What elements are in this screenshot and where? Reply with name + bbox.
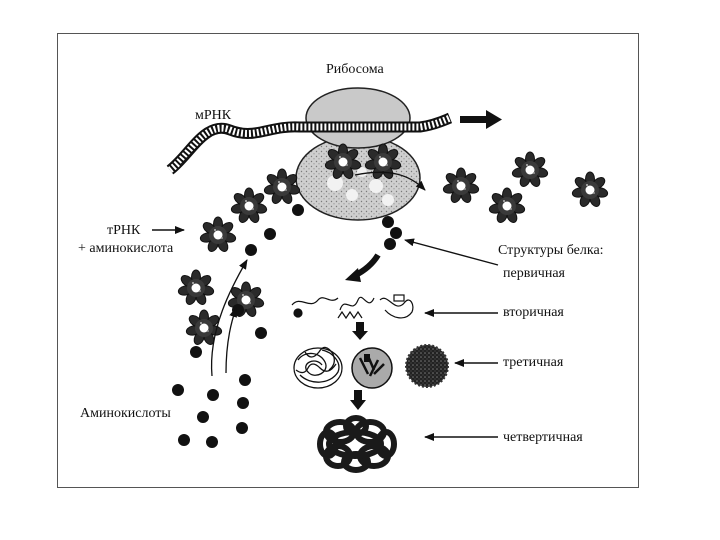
free-amino-acids bbox=[172, 374, 251, 448]
secondary-structure-label: вторичная bbox=[503, 305, 564, 320]
label-arrows bbox=[152, 226, 499, 441]
diagram-frame bbox=[57, 33, 639, 488]
structure-down-arrows bbox=[350, 322, 368, 410]
quaternary-structure bbox=[317, 415, 397, 473]
amino-acids-label: Аминокислоты bbox=[80, 406, 171, 421]
secondary-structures bbox=[291, 294, 414, 320]
tertiary-structures bbox=[293, 344, 449, 389]
primary-structure-label: первичная bbox=[503, 266, 565, 281]
mrna-label: мРНК bbox=[195, 108, 232, 123]
polypeptide-chain bbox=[382, 216, 402, 250]
trna-label: тРНК bbox=[107, 223, 141, 238]
direction-arrow bbox=[460, 110, 502, 129]
quaternary-structure-label: четвертичная bbox=[503, 430, 583, 445]
pathway-arrows bbox=[210, 171, 426, 377]
ribosome-large-subunit bbox=[305, 87, 411, 149]
attached-amino-acids bbox=[190, 204, 304, 358]
primary-curved-arrow bbox=[345, 253, 381, 282]
tertiary-structure-label: третичная bbox=[503, 355, 564, 370]
ribosome-label: Рибосома bbox=[326, 62, 384, 77]
trna-amino-label: + аминокислота bbox=[78, 241, 174, 256]
protein-structures-label: Структуры белка: bbox=[498, 243, 604, 258]
mrna-strand bbox=[166, 112, 453, 175]
